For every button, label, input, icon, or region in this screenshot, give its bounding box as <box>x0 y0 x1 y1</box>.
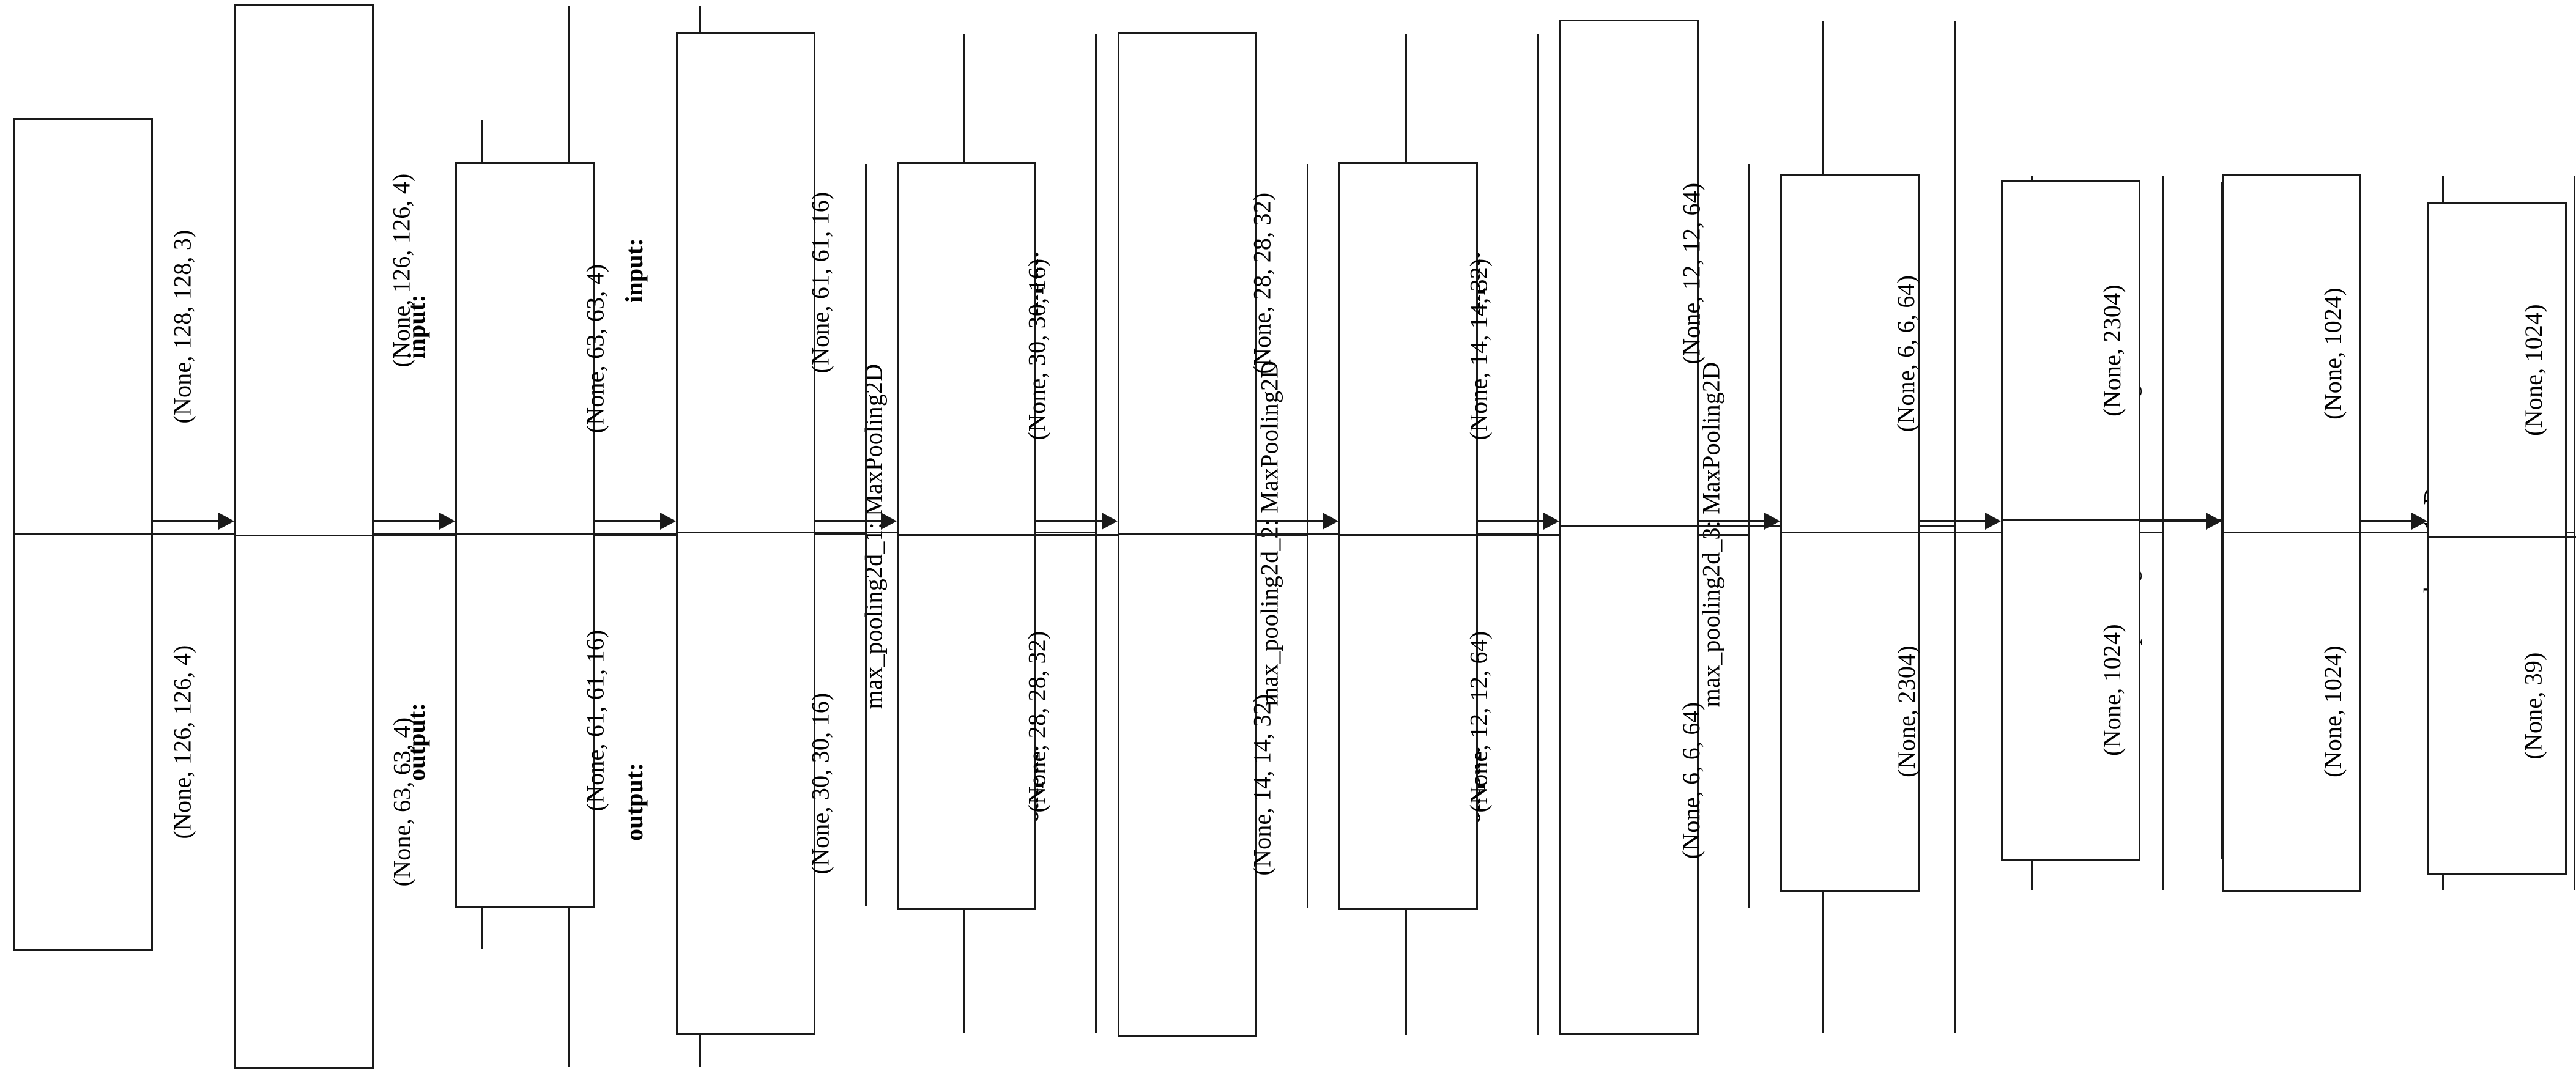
edge-max_pooling2d_3-to-conv2d_4 <box>1257 520 1323 522</box>
output-shape-text: (None, 61, 61, 16) <box>581 629 609 812</box>
output-shape-text: (None, 1024) <box>2098 624 2126 757</box>
layer-node-max_pooling2d_2[interactable]: (None, 61, 61, 16)(None, 30, 30, 16)inpu… <box>676 32 1283 1035</box>
output-shape-cell: (None, 39) <box>2429 538 2576 873</box>
input-shape-cell: (None, 61, 61, 16) <box>678 34 963 533</box>
edge-conv2d_2-to-max_pooling2d_2 <box>595 520 660 522</box>
input-shape-cell: (None, 128, 128, 3) <box>15 120 350 535</box>
input-shape-text: (None, 12, 12, 64) <box>1677 182 1706 365</box>
arrowhead-icon <box>1543 513 1559 530</box>
output-shape-cell: (None, 1024) <box>2224 533 2442 891</box>
arrowhead-icon <box>660 513 676 530</box>
arrowhead-icon <box>2206 513 2222 530</box>
output-shape-text: (None, 1024) <box>2318 645 2347 778</box>
arrowhead-icon <box>1102 513 1118 530</box>
edge-max_pooling2d_4-to-flatten_1 <box>1699 520 1764 522</box>
edge-flatten_1-to-dense_1 <box>1920 520 1985 522</box>
output-shape-text: (None, 12, 12, 64) <box>1464 631 1492 813</box>
edge-conv2d_3-to-max_pooling2d_3 <box>1036 520 1102 522</box>
input-shape-cell: (None, 63, 63, 4) <box>457 164 733 535</box>
input-shape-text: (None, 1024) <box>2520 304 2547 436</box>
layer-node-dropout_1[interactable]: (None, 1024)(None, 1024)input:output:dro… <box>2222 174 2575 892</box>
arrowhead-icon <box>1764 513 1780 530</box>
edge-conv2d_1-to-max_pooling2d_1 <box>153 520 218 522</box>
layer-node-conv2d_2[interactable]: (None, 63, 63, 4)(None, 61, 61, 16)input… <box>455 162 978 908</box>
shapes-column: (None, 6, 6, 64) (None, 2304) <box>1782 176 2033 890</box>
input-shape-cell: (None, 14, 14, 32) <box>1340 164 1617 536</box>
input-shape-text: (None, 6, 6, 64) <box>1892 275 1920 432</box>
input-shape-text: (None, 30, 30, 16) <box>1022 258 1050 440</box>
input-shape-cell: (None, 12, 12, 64) <box>1561 21 1822 527</box>
input-shape-cell: (None, 30, 30, 16) <box>899 164 1175 536</box>
layer-node-conv2d_4[interactable]: (None, 14, 14, 32)(None, 12, 12, 64)inpu… <box>1338 162 1861 910</box>
output-shape-text: (None, 28, 28, 32) <box>1022 631 1050 813</box>
output-shape-text: (None, 14, 14, 32) <box>1248 694 1276 876</box>
layer-node-dense_1[interactable]: (None, 2304)(None, 1024)input:output:den… <box>2001 180 2446 861</box>
input-label-cell: input: <box>570 6 699 536</box>
output-shape-text: (None, 63, 63, 4) <box>388 717 415 887</box>
arrowhead-icon <box>1985 513 2001 530</box>
layer-node-dense_2[interactable]: (None, 1024)(None, 39)input:output:dense… <box>2427 202 2576 875</box>
output-shape-text: (None, 30, 30, 16) <box>806 692 834 874</box>
shapes-column: (None, 1024) (None, 39) <box>2429 204 2576 873</box>
output-shape-text: (None, 2304) <box>1892 645 1920 778</box>
layer-node-max_pooling2d_3[interactable]: (None, 28, 28, 32)(None, 14, 14, 32)inpu… <box>1118 32 1724 1037</box>
arrowhead-icon <box>218 513 234 530</box>
input-shape-text: (None, 14, 14, 32) <box>1464 258 1492 440</box>
shapes-column: (None, 1024) (None, 1024) <box>2224 176 2444 890</box>
edge-dense_1-to-dropout_1 <box>2140 520 2206 522</box>
edge-dropout_1-to-dense_2 <box>2361 520 2411 522</box>
input-shape-cell: (None, 2304) <box>2003 182 2221 521</box>
output-shape-text: (None, 39) <box>2520 651 2547 760</box>
arrowhead-icon <box>1323 513 1338 530</box>
layer-node-max_pooling2d_1[interactable]: (None, 126, 126, 4)(None, 63, 63, 4)inpu… <box>234 4 887 1069</box>
input-shape-text: (None, 63, 63, 4) <box>581 264 609 434</box>
input-shape-cell: (None, 6, 6, 64) <box>1782 176 2031 533</box>
layer-node-flatten_1[interactable]: (None, 6, 6, 64)(None, 2304)input:output… <box>1780 174 2263 892</box>
arrowhead-icon <box>881 513 897 530</box>
edge-conv2d_4-to-max_pooling2d_4 <box>1478 520 1543 522</box>
input-shape-text: (None, 28, 28, 32) <box>1248 192 1276 374</box>
arrowhead-icon <box>439 513 455 530</box>
input-shape-cell: (None, 1024) <box>2224 176 2442 533</box>
layer-node-max_pooling2d_4[interactable]: (None, 12, 12, 64)(None, 6, 6, 64)input:… <box>1559 20 2142 1035</box>
input-shape-cell: (None, 1024) <box>2429 204 2576 538</box>
output-shape-cell: (None, 1024) <box>2003 521 2221 860</box>
input-shape-cell: (None, 126, 126, 4) <box>236 6 568 536</box>
input-shape-text: (None, 2304) <box>2098 284 2126 417</box>
input-shape-text: (None, 128, 128, 3) <box>168 229 196 424</box>
input-label-cell: input: <box>352 120 481 535</box>
output-shape-text: (None, 126, 126, 4) <box>168 645 196 839</box>
edge-max_pooling2d_1-to-conv2d_2 <box>374 520 439 522</box>
arrowhead-icon <box>2411 513 2427 530</box>
edge-max_pooling2d_2-to-conv2d_3 <box>815 520 881 522</box>
input-shape-text: (None, 126, 126, 4) <box>388 172 415 368</box>
input-shape-text: (None, 1024) <box>2318 287 2347 420</box>
layer-node-conv2d_3[interactable]: (None, 30, 30, 16)(None, 28, 28, 32)inpu… <box>897 162 1419 910</box>
output-shape-text: (None, 6, 6, 64) <box>1677 702 1706 859</box>
layer-node-conv2d_1[interactable]: (None, 128, 128, 3)(None, 126, 126, 4)in… <box>13 118 594 951</box>
input-shape-cell: (None, 28, 28, 32) <box>1119 34 1405 535</box>
input-shape-text: (None, 61, 61, 16) <box>806 191 834 374</box>
output-shape-cell: (None, 2304) <box>1782 533 2031 891</box>
